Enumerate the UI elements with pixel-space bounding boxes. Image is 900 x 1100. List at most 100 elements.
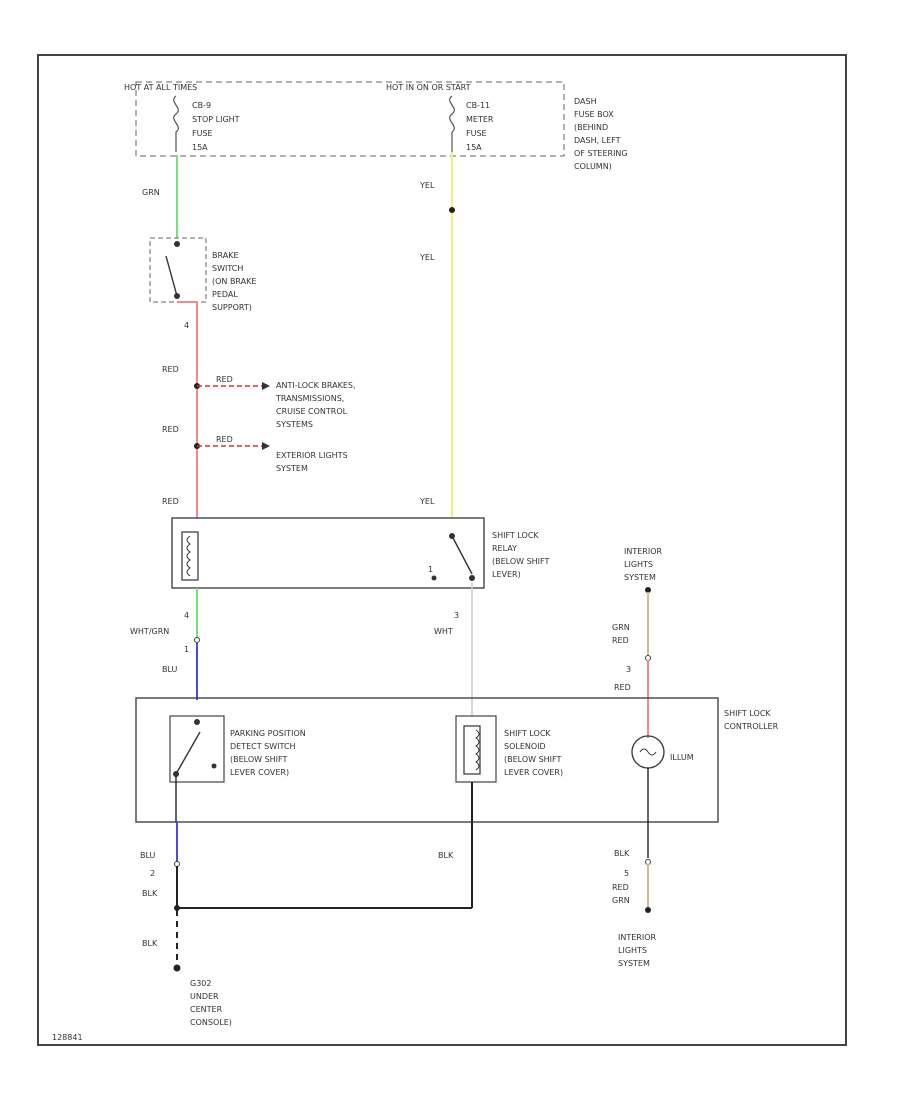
connector-illum-top bbox=[645, 655, 651, 661]
svg-text:SYSTEM: SYSTEM bbox=[618, 959, 650, 968]
svg-text:SHIFT LOCK: SHIFT LOCK bbox=[492, 531, 539, 540]
svg-text:RED: RED bbox=[612, 883, 629, 892]
svg-text:INTERIOR: INTERIOR bbox=[624, 547, 663, 556]
wire-blk-ctrl-label: BLK bbox=[614, 849, 630, 858]
shift-lock-relay-box bbox=[171, 517, 485, 589]
diagram-frame bbox=[37, 54, 847, 1046]
shift-lock-controller-box bbox=[135, 697, 719, 823]
svg-text:SUPPORT): SUPPORT) bbox=[212, 303, 252, 312]
svg-text:(BELOW SHIFT: (BELOW SHIFT bbox=[492, 557, 550, 566]
connector-blk-left bbox=[174, 861, 180, 867]
svg-text:METER: METER bbox=[466, 115, 494, 124]
ground-label: G302 UNDER CENTER CONSOLE) bbox=[190, 979, 232, 1027]
shift-lock-relay-label: SHIFT LOCK RELAY (BELOW SHIFT LEVER) bbox=[492, 531, 550, 579]
wire-red-ctrl-label: RED bbox=[614, 683, 631, 692]
brake-switch-label: BRAKE SWITCH (ON BRAKE PEDAL SUPPORT) bbox=[212, 251, 256, 312]
svg-text:STOP LIGHT: STOP LIGHT bbox=[192, 115, 240, 124]
svg-text:GRN: GRN bbox=[612, 896, 630, 905]
svg-text:DETECT SWITCH: DETECT SWITCH bbox=[230, 742, 296, 751]
svg-text:SHIFT LOCK: SHIFT LOCK bbox=[504, 729, 551, 738]
pin-relay-left-bottom: 1 bbox=[184, 645, 189, 654]
interior-lights-bottom-label: INTERIOR LIGHTS SYSTEM bbox=[618, 933, 657, 968]
wire-wht-label: WHT bbox=[434, 627, 453, 636]
svg-text:CENTER: CENTER bbox=[190, 1005, 223, 1014]
solenoid-winding bbox=[475, 729, 480, 771]
pin-blk-left: 2 bbox=[150, 869, 155, 878]
tap-abs-label: RED bbox=[216, 375, 233, 384]
arrow-abs bbox=[262, 382, 270, 390]
tap-exterior-label: RED bbox=[216, 435, 233, 444]
park-switch-box bbox=[169, 715, 225, 783]
wire-red-label-1: RED bbox=[162, 365, 179, 374]
splice-yel bbox=[449, 207, 455, 213]
wire-yel-label-mid: YEL bbox=[419, 253, 435, 262]
park-switch-contact-fixed bbox=[211, 763, 217, 769]
svg-text:EXTERIOR LIGHTS: EXTERIOR LIGHTS bbox=[276, 451, 348, 460]
svg-text:GRN: GRN bbox=[612, 623, 630, 632]
svg-text:(BELOW SHIFT: (BELOW SHIFT bbox=[230, 755, 288, 764]
fuse-box-outline bbox=[135, 81, 565, 157]
ground-point bbox=[173, 964, 181, 972]
relay-contact-blade bbox=[451, 535, 473, 575]
park-switch-blade bbox=[175, 731, 201, 775]
svg-text:SYSTEM: SYSTEM bbox=[624, 573, 656, 582]
pin-relay-contact: 1 bbox=[428, 565, 433, 574]
svg-text:(BELOW SHIFT: (BELOW SHIFT bbox=[504, 755, 562, 764]
pin-illum-top: 3 bbox=[626, 665, 631, 674]
svg-text:BRAKE: BRAKE bbox=[212, 251, 239, 260]
solenoid-coil bbox=[463, 725, 481, 775]
svg-text:CB-11: CB-11 bbox=[466, 101, 490, 110]
interior-lights-top-label: INTERIOR LIGHTS SYSTEM bbox=[624, 547, 663, 582]
relay-coil bbox=[181, 531, 199, 581]
svg-text:FUSE: FUSE bbox=[192, 129, 213, 138]
svg-text:RELAY: RELAY bbox=[492, 544, 517, 553]
pin-illum-bottom: 5 bbox=[624, 869, 629, 878]
wire-grn-label: GRN bbox=[142, 188, 160, 197]
shift-solenoid-label: SHIFT LOCK SOLENOID (BELOW SHIFT LEVER C… bbox=[504, 729, 563, 777]
arrow-exterior bbox=[262, 442, 270, 450]
svg-text:PARKING POSITION: PARKING POSITION bbox=[230, 729, 306, 738]
abs-systems-label: ANTI-LOCK BRAKES, TRANSMISSIONS, CRUISE … bbox=[275, 381, 356, 429]
illum-label: ILLUM bbox=[670, 753, 694, 762]
wire-red-grn-label: RED GRN bbox=[612, 883, 630, 905]
wire-yel-label-lower: YEL bbox=[419, 497, 435, 506]
wire-blk-label-1: BLK bbox=[142, 889, 158, 898]
svg-text:LEVER): LEVER) bbox=[492, 570, 521, 579]
relay-contact-bottom bbox=[469, 575, 475, 581]
svg-text:SWITCH: SWITCH bbox=[212, 264, 243, 273]
wire-wht-grn-label: WHT/GRN bbox=[130, 627, 169, 636]
svg-text:CONSOLE): CONSOLE) bbox=[190, 1018, 232, 1027]
pin-relay-right: 3 bbox=[454, 611, 459, 620]
svg-text:LEVER COVER): LEVER COVER) bbox=[230, 768, 289, 777]
svg-text:SYSTEM: SYSTEM bbox=[276, 464, 308, 473]
fuse-cb9-symbol bbox=[173, 95, 179, 152]
wire-blu-label-1: BLU bbox=[162, 665, 178, 674]
svg-text:PEDAL: PEDAL bbox=[212, 290, 238, 299]
fuse-cb11-symbol bbox=[449, 95, 455, 152]
svg-text:RED: RED bbox=[612, 636, 629, 645]
svg-text:SHIFT LOCK: SHIFT LOCK bbox=[724, 709, 771, 718]
exterior-lights-label: EXTERIOR LIGHTS SYSTEM bbox=[276, 451, 348, 473]
relay-coil-winding bbox=[186, 535, 191, 577]
relay-contact-fixed bbox=[431, 575, 437, 581]
svg-text:CRUISE CONTROL: CRUISE CONTROL bbox=[276, 407, 348, 416]
svg-text:TRANSMISSIONS,: TRANSMISSIONS, bbox=[275, 394, 344, 403]
fuse-cb11-label: CB-11 METER FUSE 15A bbox=[466, 101, 494, 152]
svg-text:ANTI-LOCK BRAKES,: ANTI-LOCK BRAKES, bbox=[276, 381, 356, 390]
svg-text:SOLENOID: SOLENOID bbox=[504, 742, 546, 751]
park-switch-contact-top bbox=[194, 719, 200, 725]
svg-text:LIGHTS: LIGHTS bbox=[618, 946, 647, 955]
fuse-box-label: DASH FUSE BOX (BEHIND DASH, LEFT OF STEE… bbox=[574, 97, 628, 171]
svg-text:DASH, LEFT: DASH, LEFT bbox=[574, 136, 621, 145]
svg-text:UNDER: UNDER bbox=[190, 992, 219, 1001]
park-switch-label: PARKING POSITION DETECT SWITCH (BELOW SH… bbox=[230, 729, 306, 777]
footer-code: 128841 bbox=[52, 1033, 83, 1042]
interior-lights-top-node bbox=[645, 587, 651, 593]
wire-blk-label-2: BLK bbox=[438, 851, 454, 860]
wire-blk-label-3: BLK bbox=[142, 939, 158, 948]
svg-text:15A: 15A bbox=[192, 143, 208, 152]
pin-brake-out: 4 bbox=[184, 321, 189, 330]
hot-all-times-label: HOT AT ALL TIMES bbox=[124, 83, 197, 92]
interior-lights-bottom-node bbox=[645, 907, 651, 913]
